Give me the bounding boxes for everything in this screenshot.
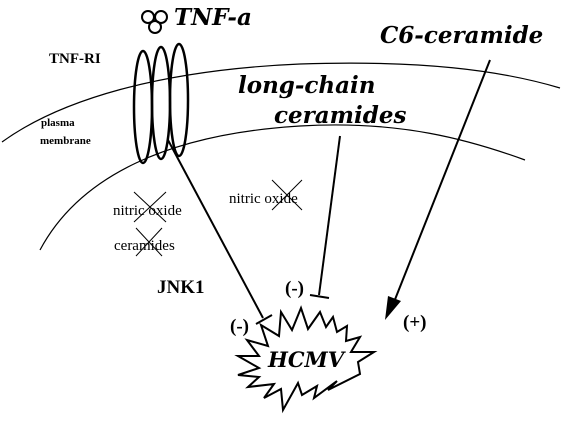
plasma-label: plasma	[41, 117, 75, 129]
tnf-receptor-label: TNF-RI	[49, 51, 101, 67]
tnf-receptor-icon	[132, 42, 190, 165]
tnf-inhibition-bar	[255, 314, 273, 325]
nitric-oxide-right-label: nitric oxide	[229, 191, 298, 207]
hcmv-label: HCMV	[267, 347, 347, 372]
minus-center-label: (-)	[285, 278, 304, 299]
c6-activation-arrowhead	[385, 296, 401, 320]
nitric-oxide-left-cross-icon	[133, 191, 167, 223]
ceramides-cross-icon	[135, 227, 163, 257]
minus-left-label: (-)	[230, 316, 249, 337]
c6-activation-line	[393, 59, 491, 303]
ceramide-inhibition-bar	[309, 294, 330, 299]
plus-right-label: (+)	[403, 312, 426, 333]
jnk1-label: JNK1	[157, 277, 205, 298]
ceramide-inhibition-line	[318, 135, 341, 296]
ceramides-top-label: ceramides	[274, 102, 406, 129]
long-chain-label: long-chain	[238, 72, 376, 99]
hcmv-starburst	[234, 305, 378, 414]
membrane-inner-curve	[39, 124, 526, 251]
tnf-alpha-label: TNF-a	[174, 4, 252, 31]
c6-ceramide-label: C6-ceramide	[380, 22, 543, 49]
nitric-oxide-right-cross-icon	[271, 179, 303, 211]
membrane-label: membrane	[40, 135, 91, 147]
tnf-inhibition-line	[167, 139, 264, 319]
ceramides-inner-label: ceramides	[114, 238, 175, 254]
tnf-alpha-trimer-icon	[141, 10, 168, 34]
nitric-oxide-left-label: nitric oxide	[113, 203, 182, 219]
membrane-outer-curve	[1, 62, 561, 143]
